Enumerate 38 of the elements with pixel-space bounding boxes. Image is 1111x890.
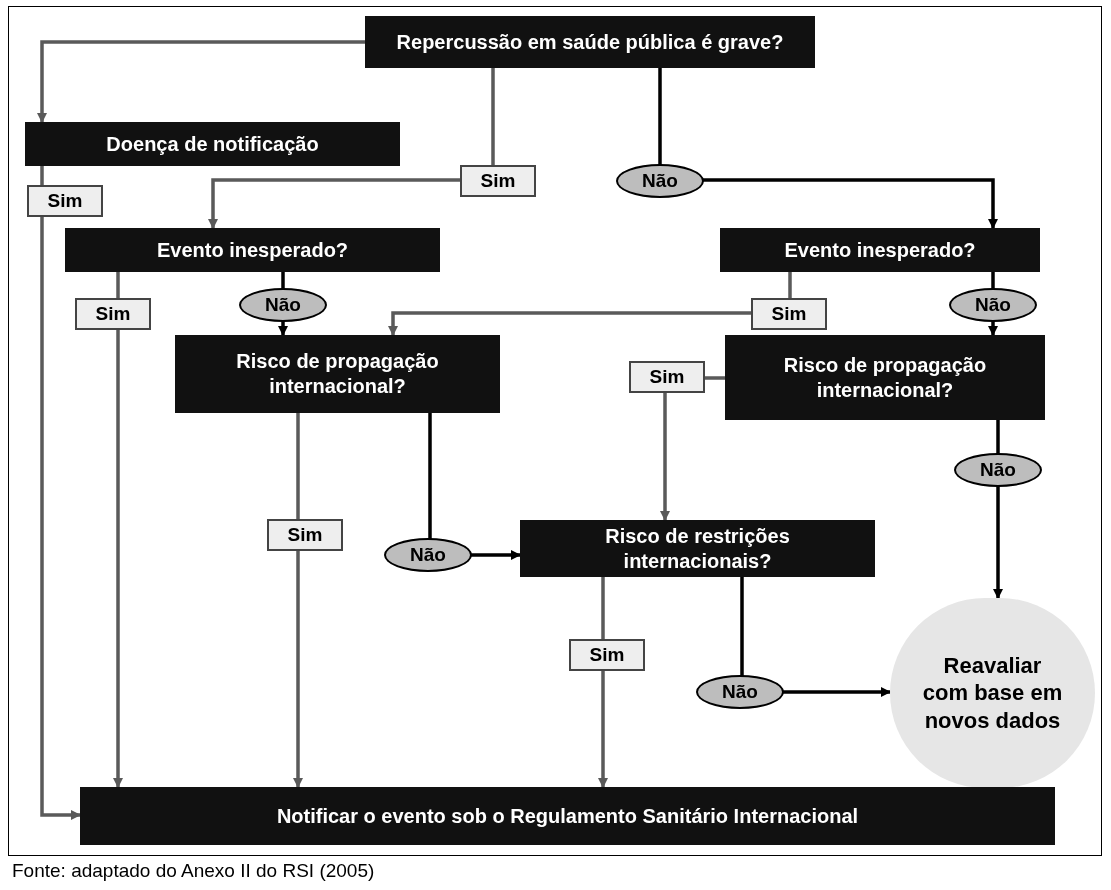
edge-label: Sim xyxy=(75,298,151,330)
edge-label: Não xyxy=(384,538,472,572)
decision-box xyxy=(80,787,1055,845)
decision-box xyxy=(725,335,1045,420)
node-text: Evento inesperado? xyxy=(156,237,349,263)
node-text: Repercussão em saúde pública é grave? xyxy=(396,29,784,55)
edge-label: Não xyxy=(696,675,784,709)
arrow xyxy=(293,413,303,788)
node-text: Reavaliar com base em novos dados xyxy=(922,651,1063,735)
arrow xyxy=(40,166,81,820)
arrow xyxy=(388,272,792,336)
edge-label: Sim xyxy=(751,298,827,330)
node-text: Risco de propagação internacional? xyxy=(235,349,440,399)
arrow xyxy=(37,40,365,123)
arrow xyxy=(208,68,495,229)
node-text: Risco de restrições internacionais? xyxy=(604,523,791,574)
edge-label: Sim xyxy=(267,519,343,551)
edge-label: Não xyxy=(616,164,704,198)
decision-box xyxy=(365,16,815,68)
caption: Fonte: adaptado do Anexo II do RSI (2005) xyxy=(12,859,375,883)
edge-label: Não xyxy=(949,288,1037,322)
edge-label: Não xyxy=(954,453,1042,487)
node-text: Notificar o evento sob o Regulamento Sanitário Internacional xyxy=(276,803,859,829)
decision-box xyxy=(175,335,500,413)
decision-box xyxy=(720,228,1040,272)
edge-label: Não xyxy=(239,288,327,322)
decision-box xyxy=(520,520,875,577)
edge-label: Sim xyxy=(569,639,645,671)
node-text: Risco de propagação internacional? xyxy=(782,352,988,403)
edge-label: Sim xyxy=(460,165,536,197)
arrow xyxy=(113,272,123,788)
node-text: Evento inesperado? xyxy=(784,237,976,263)
edge-label: Sim xyxy=(27,185,103,217)
decision-box xyxy=(25,122,400,166)
edge-label: Sim xyxy=(629,361,705,393)
arrow xyxy=(658,68,998,229)
decision-box xyxy=(65,228,440,272)
node-text: Doença de notificação xyxy=(106,131,319,157)
